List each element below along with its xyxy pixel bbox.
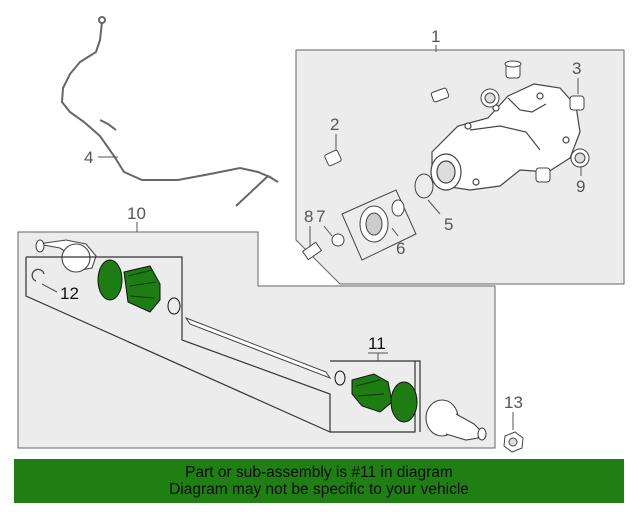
clip-12	[31, 268, 45, 282]
outer-cv-joint	[425, 399, 487, 441]
callout-7: 7	[316, 207, 325, 226]
callout-1: 1	[431, 27, 440, 46]
vent-hose	[60, 16, 279, 207]
info-banner: Part or sub-assembly is #11 in diagram D…	[14, 459, 624, 503]
inner-boot-kit	[97, 259, 181, 315]
boot-kit-outline-right	[330, 360, 421, 432]
boot-kit-outline	[26, 256, 416, 433]
outer-boot-kit	[334, 370, 418, 423]
inner-cv-joint	[35, 239, 97, 273]
callout-2: 2	[330, 115, 339, 134]
callout-9: 9	[576, 177, 585, 196]
banner-line-disclaimer: Diagram may not be specific to your vehi…	[169, 481, 469, 498]
leader-lines	[41, 45, 582, 430]
differential-housing	[430, 83, 581, 191]
callout-4: 4	[84, 148, 93, 167]
callout-12: 12	[60, 284, 79, 303]
callout-5: 5	[444, 215, 453, 234]
callout-6: 6	[396, 239, 405, 258]
callout-10: 10	[127, 204, 146, 223]
boot-kit-outline-lower	[25, 257, 331, 433]
callout-13: 13	[504, 393, 523, 412]
axle-shaft	[184, 316, 332, 380]
callout-11: 11	[368, 334, 386, 353]
axle-nut	[503, 431, 524, 453]
callout-3: 3	[572, 59, 581, 78]
callout-8: 8	[304, 207, 313, 226]
differential-hardware	[324, 60, 590, 183]
pinion-group	[301, 173, 434, 261]
banner-line-part: Part or sub-assembly is #11 in diagram	[185, 464, 453, 481]
